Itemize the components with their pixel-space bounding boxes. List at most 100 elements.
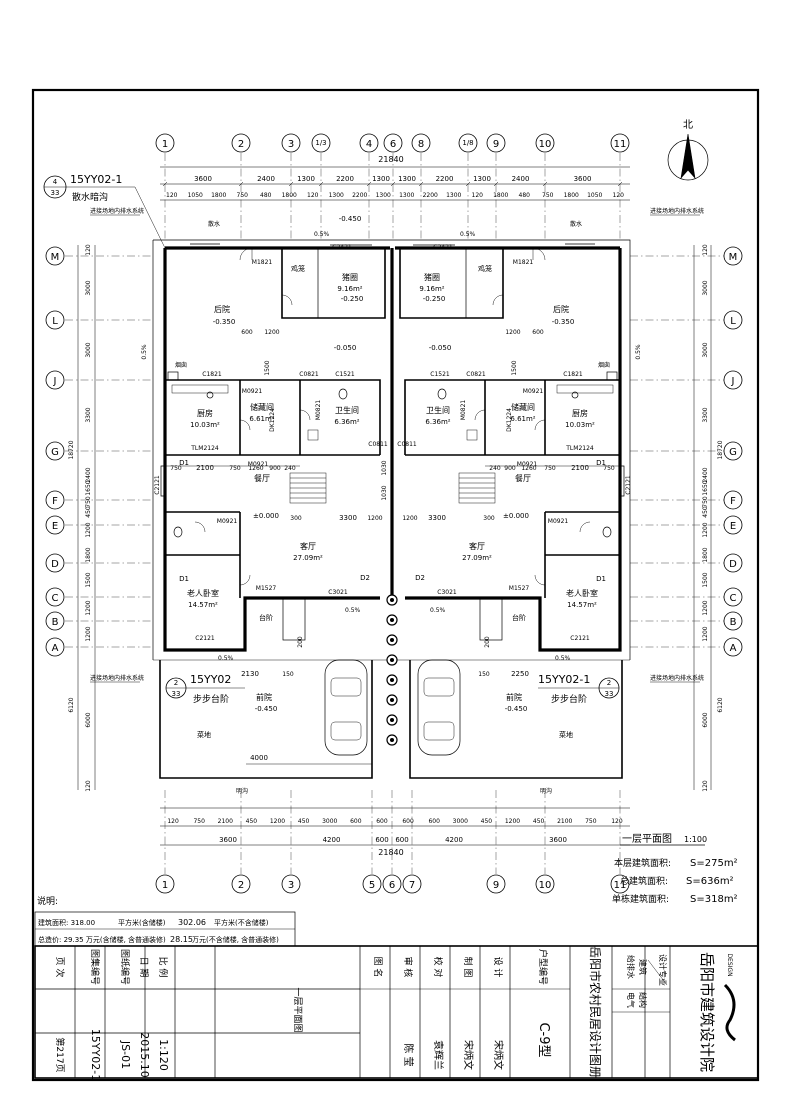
idim-3300-r: 3300 bbox=[428, 514, 446, 522]
axis-label-bottom-7: 10 bbox=[539, 880, 552, 891]
notes-area-a: 建筑面积: 318.00 bbox=[38, 918, 95, 927]
axis-label-bottom-0: 1 bbox=[162, 880, 168, 891]
tag-d2-right: D2 bbox=[415, 574, 425, 582]
dim-top-tick-8 bbox=[493, 181, 499, 187]
opening-tags: M1821 M1821 C2421 C2421 M0921 M0921 C082… bbox=[154, 244, 632, 642]
dim-top-tick-7 bbox=[465, 181, 471, 187]
axis-bubble-right-2 bbox=[723, 370, 743, 390]
ref-right-code: 15YY02-1 bbox=[538, 673, 590, 686]
tag-c2421-left: C2421 bbox=[332, 244, 352, 251]
axis-label-left-7: C bbox=[52, 593, 59, 604]
axis-bubble-bottom-4 bbox=[382, 874, 402, 894]
elder-left: 老人卧室 bbox=[187, 588, 219, 598]
axis-bubble-left-2 bbox=[45, 370, 65, 390]
dim-top-tick-5 bbox=[390, 181, 396, 187]
storage-left: 储藏间 bbox=[250, 402, 274, 412]
axis-label-left-4: F bbox=[52, 496, 58, 507]
axis-label-bottom-3: 5 bbox=[369, 880, 375, 891]
ref-right-label: 步步台阶 bbox=[551, 693, 587, 705]
dim-left-9: 1200 bbox=[85, 522, 92, 537]
dim-top-tick-9 bbox=[542, 181, 548, 187]
tag-m0821-right: M0821 bbox=[460, 400, 467, 421]
dim-left-12: 1200 bbox=[85, 600, 92, 615]
tb-date-value: 2015.10 bbox=[138, 1032, 151, 1078]
tb-review-label: 审 核 bbox=[402, 957, 414, 978]
ref-top-left-label: 散水暗沟 bbox=[72, 191, 108, 203]
dim-top-row2-11: 2200 bbox=[423, 192, 438, 199]
axis-bubble-right-6 bbox=[723, 553, 743, 573]
tree-core-4 bbox=[390, 678, 394, 682]
tag-c2121-left: C2121 bbox=[195, 635, 215, 642]
tb-prof-label: 设计专业 bbox=[658, 954, 668, 986]
axis-bubble-top-5 bbox=[383, 133, 403, 153]
gutter-right: 散水 bbox=[570, 220, 582, 228]
axis-bubble-right-3 bbox=[723, 441, 743, 461]
notes-area-c: 302.06 bbox=[178, 918, 206, 927]
backyard-left-elev: -0.350 bbox=[213, 318, 236, 326]
dim-right-12: 1200 bbox=[702, 600, 709, 615]
chicken-right: 鸡笼 bbox=[478, 264, 492, 273]
dim-top-row1-3: 2200 bbox=[336, 175, 354, 183]
notes-area-b: 平方米(含储楼) bbox=[118, 918, 166, 927]
slope-top-left: 0.5% bbox=[314, 231, 330, 238]
kitchen-right-area: 10.03m² bbox=[565, 421, 595, 429]
dim-top-row1-0: 3600 bbox=[194, 175, 212, 183]
notes-cost-a: 总造价: 29.35 万元(含储楼, 含普通装修) bbox=[38, 935, 166, 944]
idim-1200-mid-l: 1200 bbox=[367, 515, 382, 522]
dim-top-tick-0 bbox=[162, 181, 168, 187]
axis-label-top-1: 2 bbox=[238, 139, 244, 150]
axis-bubble-left-1 bbox=[45, 310, 65, 330]
axis-bubble-top-7 bbox=[458, 133, 478, 153]
tb-prof-arch: 建筑 bbox=[638, 959, 648, 975]
dim-right-0: 120 bbox=[702, 244, 709, 256]
dim-bottom-row1-5: 450 bbox=[298, 818, 310, 825]
slope-step-left: 0.5% bbox=[345, 607, 361, 614]
tag-dk1224-right: DK1224 bbox=[506, 408, 513, 432]
dim-left-16: 120 bbox=[85, 780, 92, 792]
axis-label-top-10: 11 bbox=[614, 139, 627, 150]
notes-cost-b: 28.15 bbox=[170, 935, 193, 944]
elev-mid-left: -0.050 bbox=[334, 344, 357, 352]
idim-300-r: 300 bbox=[483, 515, 495, 522]
dim-top-row1-4: 1300 bbox=[372, 175, 390, 183]
axis-bubble-right-1 bbox=[723, 310, 743, 330]
axis-label-left-1: L bbox=[52, 316, 58, 327]
area-floor-label: 本层建筑面积: bbox=[614, 857, 671, 869]
area-unit-value: S=318m² bbox=[690, 894, 738, 905]
axis-bubble-bottom-6 bbox=[486, 874, 506, 894]
tb-house-no-label: 户型编号 bbox=[537, 949, 549, 985]
chicken-left: 鸡笼 bbox=[291, 264, 305, 273]
dim-bottom-row2-2: 600 bbox=[375, 836, 388, 844]
wc-right-area: 6.36m² bbox=[425, 418, 450, 426]
wc-left: 卫生间 bbox=[335, 405, 359, 415]
dim-bottom-row1-14: 450 bbox=[533, 818, 545, 825]
axis-bubble-left-5 bbox=[45, 515, 65, 535]
tb-draw-name: 宋炳文 bbox=[462, 1040, 475, 1070]
area-total-value: S=636m² bbox=[686, 876, 734, 887]
dim-top-row1-7: 1300 bbox=[473, 175, 491, 183]
axis-label-top-5: 6 bbox=[390, 139, 396, 150]
idim-1200-l: 1200 bbox=[264, 329, 279, 336]
tag-d2-left: D2 bbox=[360, 574, 370, 582]
drain-right: 进接场地内排水系统 bbox=[650, 207, 704, 215]
gutter-bottom-right: 明沟 bbox=[540, 787, 552, 795]
ref-left-code: 15YY02 bbox=[190, 673, 231, 686]
idim-1260-l: 1260 bbox=[248, 465, 263, 472]
tb-prof-struct: 结构 bbox=[638, 992, 648, 1008]
wc-left-area: 6.36m² bbox=[334, 418, 359, 426]
living-right: 客厅 bbox=[469, 541, 485, 551]
axis-label-bottom-1: 2 bbox=[238, 880, 244, 891]
dim-top-row2-8: 2200 bbox=[352, 192, 367, 199]
tree-core-6 bbox=[390, 718, 394, 722]
dim-top-row2-13: 120 bbox=[472, 192, 484, 199]
tag-c2421-right: C2421 bbox=[433, 244, 453, 251]
dim-bottom-row2-4: 4200 bbox=[445, 836, 463, 844]
gutter-bottom-left: 明沟 bbox=[236, 787, 248, 795]
kitchen-right: 厨房 bbox=[572, 408, 588, 418]
axis-bubble-right-4 bbox=[723, 490, 743, 510]
tag-m1527-right: M1527 bbox=[509, 585, 530, 592]
axis-label-top-6: 8 bbox=[418, 139, 424, 150]
